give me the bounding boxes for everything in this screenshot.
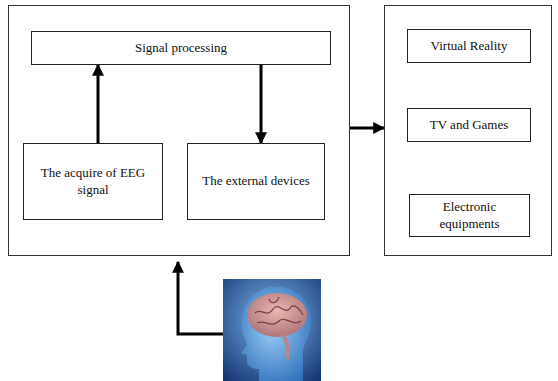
brain-arrow (178, 262, 224, 334)
process-box: Virtual Reality (407, 29, 531, 63)
flow-arrow (97, 65, 100, 143)
box-label: Virtual Reality (427, 36, 512, 56)
group-box: Virtual Reality TV and GamesElectronic eq… (384, 5, 552, 256)
box-label: The external devices (198, 171, 314, 191)
process-box: Signal processing (31, 31, 331, 65)
process-box: Electronic equipments (409, 194, 530, 237)
brain (247, 293, 307, 337)
process-box: The acquire of EEG signal (23, 143, 163, 220)
head-profile (241, 287, 311, 381)
flow-arrow (350, 127, 384, 130)
process-box: The external devices (187, 143, 325, 220)
box-label: Signal processing (131, 38, 231, 58)
brain-illustration (223, 279, 321, 381)
box-label: Electronic equipments (410, 197, 529, 234)
process-box: TV and Games (407, 108, 531, 142)
group-box: Signal processingThe acquire of EEG sign… (8, 5, 350, 256)
box-label: TV and Games (426, 115, 512, 135)
box-label: The acquire of EEG signal (24, 163, 162, 200)
flow-arrow (260, 65, 263, 143)
